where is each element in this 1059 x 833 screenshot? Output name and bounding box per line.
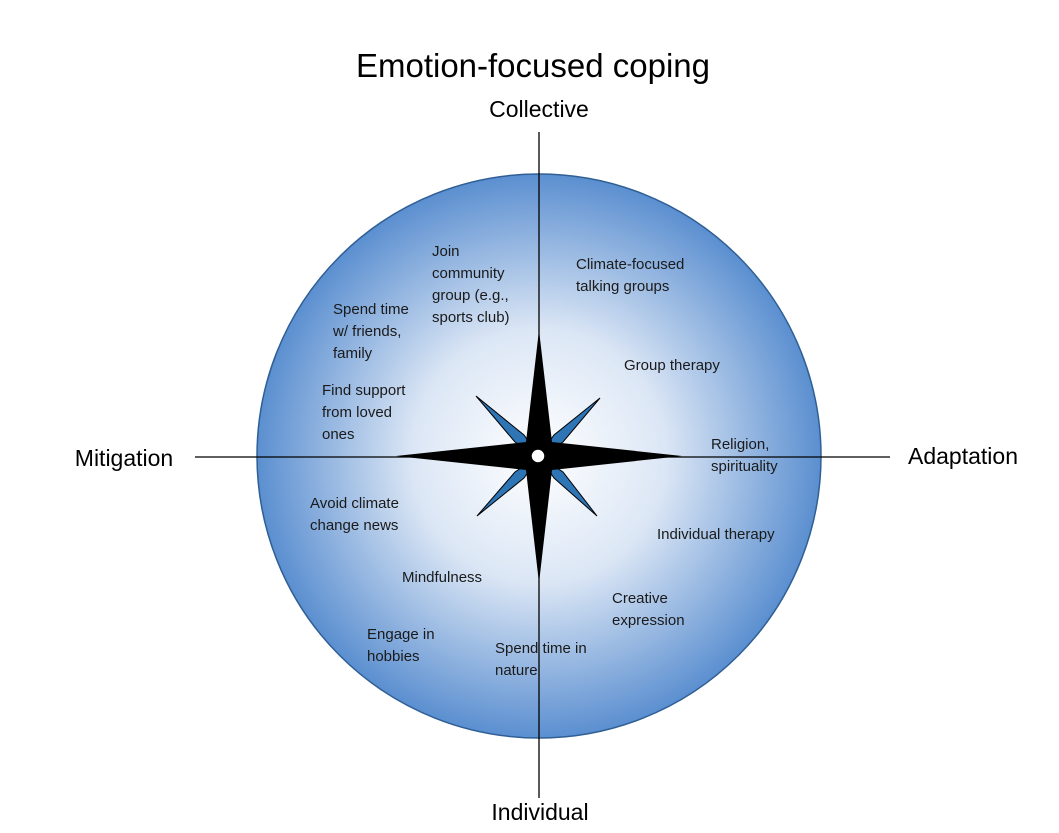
- coping-item-line: Engage in: [367, 626, 435, 643]
- coping-item-line: Climate-focused: [576, 256, 684, 273]
- axis-label-adaptation: Adaptation: [908, 443, 1018, 469]
- coping-item-find-support-loved-ones: Find support from loved ones: [322, 382, 406, 443]
- coping-item-line: w/ friends,: [332, 323, 401, 340]
- coping-item-line: Group therapy: [624, 357, 720, 374]
- compass-star-icon: [396, 330, 682, 583]
- coping-item-line: sports club): [432, 309, 510, 326]
- coping-item-line: hobbies: [367, 648, 420, 665]
- coping-item-mindfulness: Mindfulness: [402, 569, 482, 586]
- coping-item-individual-therapy: Individual therapy: [657, 526, 775, 543]
- coping-item-line: Individual therapy: [657, 526, 775, 543]
- diagram-title: Emotion-focused coping: [356, 47, 710, 84]
- coping-item-line: family: [333, 345, 373, 362]
- coping-item-line: ones: [322, 426, 355, 443]
- coping-item-line: Spend time in: [495, 640, 587, 657]
- coping-item-line: Spend time: [333, 301, 409, 318]
- coping-item-line: Find support: [322, 382, 406, 399]
- coping-item-line: nature: [495, 662, 538, 679]
- coping-item-line: Creative: [612, 590, 668, 607]
- coping-item-line: Mindfulness: [402, 569, 482, 586]
- coping-item-creative-expression: Creative expression: [612, 590, 685, 629]
- coping-item-line: expression: [612, 612, 685, 629]
- coping-item-spend-time-friends-family: Spend time w/ friends, family: [332, 301, 409, 362]
- coping-item-line: change news: [310, 517, 398, 534]
- coping-item-line: spirituality: [711, 458, 778, 475]
- coping-item-line: talking groups: [576, 278, 669, 295]
- axis-label-mitigation: Mitigation: [75, 445, 173, 471]
- coping-items: Join community group (e.g., sports club) Cli…: [310, 243, 778, 679]
- coping-item-group-therapy: Group therapy: [624, 357, 720, 374]
- axis-label-collective: Collective: [489, 96, 589, 122]
- coping-item-line: community: [432, 265, 505, 282]
- coping-item-line: Join: [432, 243, 460, 260]
- coping-item-avoid-climate-change-news: Avoid climate change news: [310, 495, 399, 534]
- axis-label-individual: Individual: [491, 799, 588, 825]
- coping-item-spend-time-in-nature: Spend time in nature: [495, 640, 587, 679]
- coping-item-engage-in-hobbies: Engage in hobbies: [367, 626, 435, 665]
- coping-item-line: Avoid climate: [310, 495, 399, 512]
- coping-item-line: Religion,: [711, 436, 769, 453]
- coping-item-religion-spirituality: Religion, spirituality: [711, 436, 778, 475]
- star-center-dot: [530, 448, 546, 464]
- coping-item-line: group (e.g.,: [432, 287, 509, 304]
- coping-item-climate-focused-talking-groups: Climate-focused talking groups: [576, 256, 684, 295]
- coping-item-line: from loved: [322, 404, 392, 421]
- coping-item-join-community-group: Join community group (e.g., sports club): [432, 243, 510, 326]
